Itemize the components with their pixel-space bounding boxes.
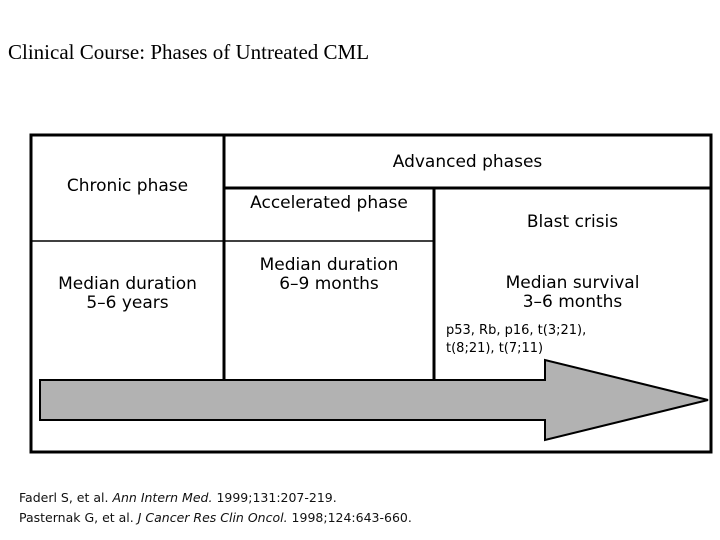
blast-crisis-header: Blast crisis	[526, 212, 619, 232]
markers-line2: t(8;21), t(7;11)	[446, 341, 544, 356]
markers-line1: p53, Rb, p16, t(3;21),	[446, 323, 587, 338]
slide-title: Clinical Course: Phases of Untreated CML	[8, 40, 370, 64]
reference-1-citation: 1999;131:207-219.	[216, 490, 337, 505]
reference-2: Pasternak G, et al. J Cancer Res Clin On…	[19, 508, 412, 528]
chronic-phase-duration: Median duration 5–6 years	[31, 275, 224, 313]
chronic-phase-header: Chronic phase	[66, 176, 189, 196]
reference-2-authors: Pasternak G, et al.	[19, 510, 134, 525]
reference-1-authors: Faderl S, et al.	[19, 490, 109, 505]
table-outer-border	[29, 133, 713, 454]
reference-1-journal: Ann Intern Med.	[112, 490, 213, 505]
genetic-markers-note: p53, Rb, p16, t(3;21), t(8;21), t(7;11)	[446, 322, 586, 358]
accelerated-phase-header: Accelerated phase	[250, 193, 408, 213]
blast-survival-line2: 3–6 months	[522, 292, 623, 312]
blast-crisis-survival: Median survival 3–6 months	[434, 274, 711, 312]
advanced-phases-header: Advanced phases	[392, 152, 543, 172]
progression-arrow	[39, 358, 709, 442]
blast-survival-line1: Median survival	[505, 273, 640, 293]
reference-2-journal: J Cancer Res Clin Oncol.	[137, 510, 288, 525]
chronic-duration-line2: 5–6 years	[86, 293, 169, 313]
accelerated-phase-duration: Median duration 6–9 months	[224, 256, 434, 294]
reference-1: Faderl S, et al. Ann Intern Med. 1999;13…	[19, 488, 412, 508]
references: Faderl S, et al. Ann Intern Med. 1999;13…	[19, 488, 412, 528]
accelerated-duration-line2: 6–9 months	[279, 274, 379, 294]
accelerated-duration-line1: Median duration	[259, 255, 399, 275]
chronic-duration-line1: Median duration	[58, 274, 197, 294]
reference-2-citation: 1998;124:643-660.	[291, 510, 412, 525]
